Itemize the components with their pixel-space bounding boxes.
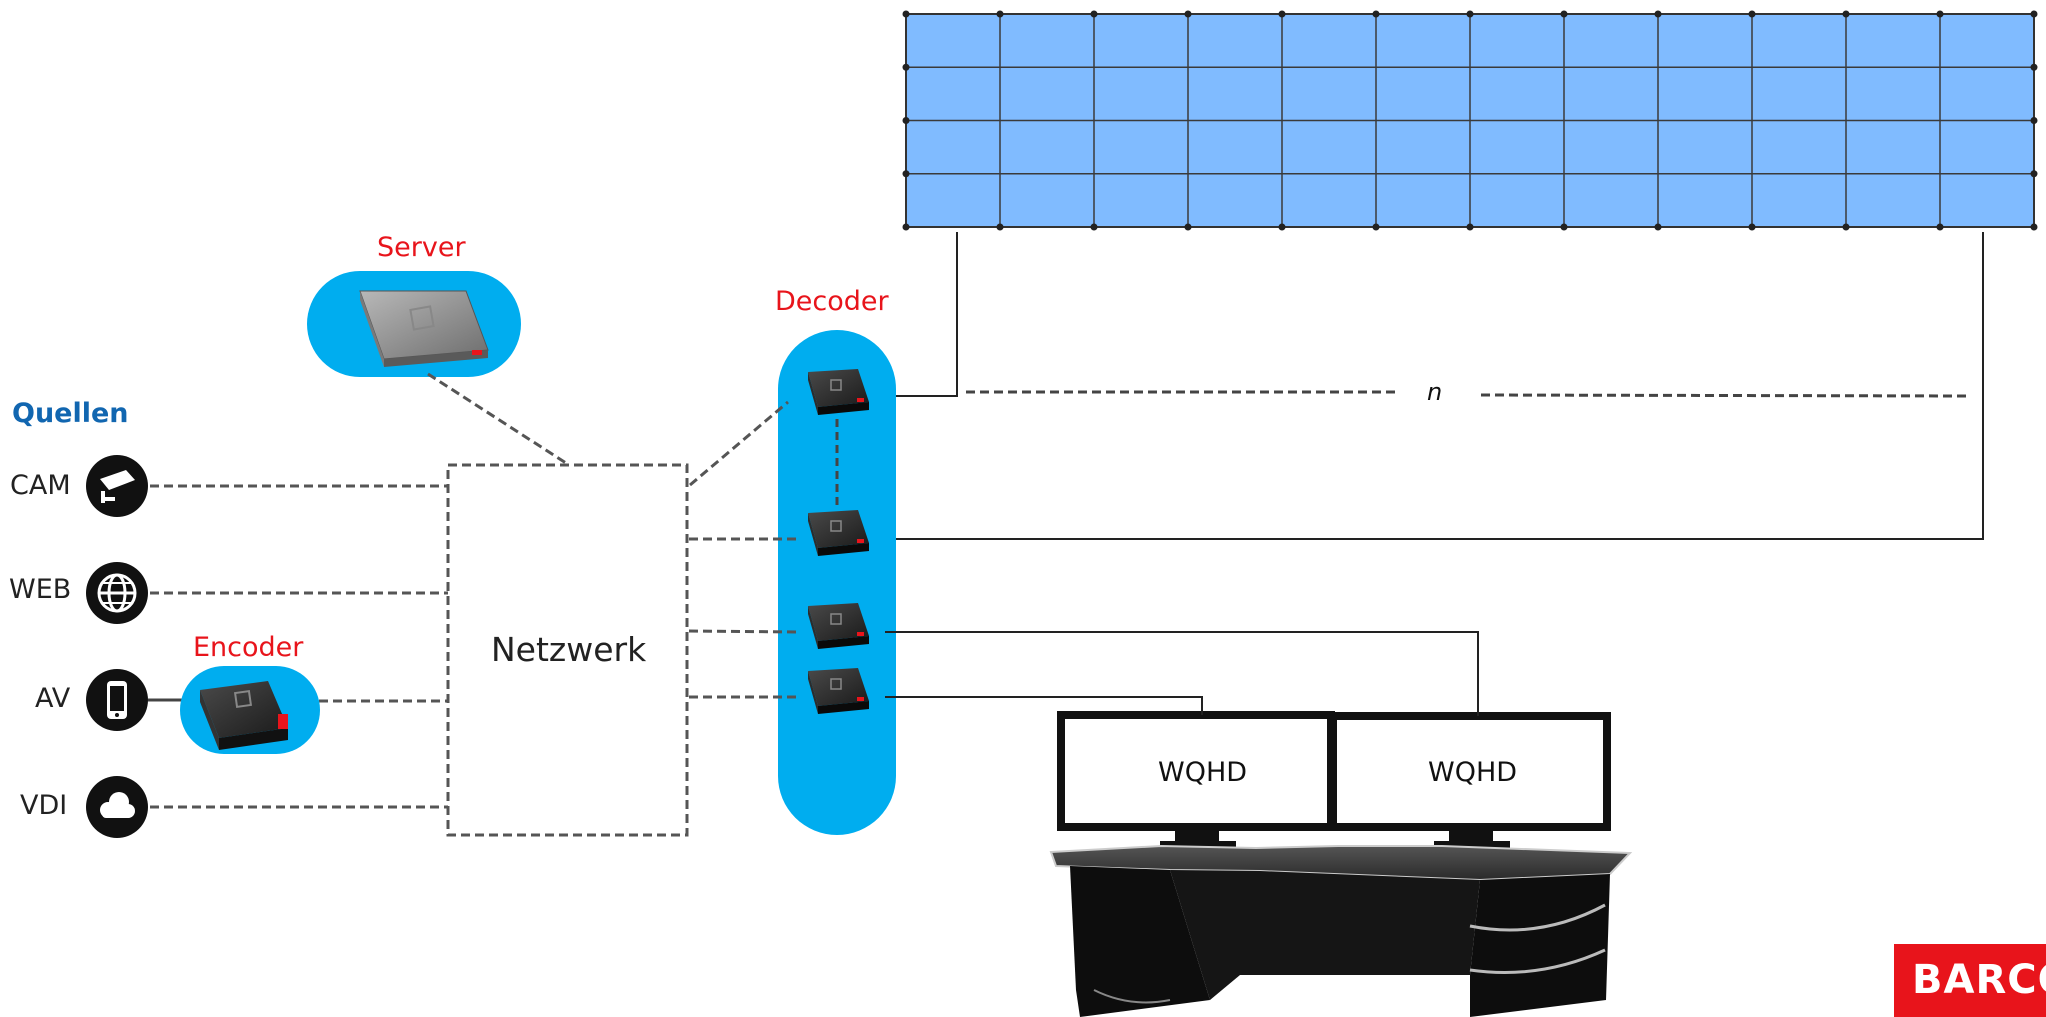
video-wall-mount [1466,10,1474,18]
video-wall-mount [1090,10,1098,18]
barco-logo: BARCO [1894,944,2046,1017]
encoder-device [180,666,320,754]
video-wall-mount [996,223,1004,231]
barco-logo-text: BARCO [1912,957,2046,1003]
decoder-device-front [818,636,869,649]
decoder-devices [808,369,869,714]
globe-icon [86,562,148,624]
decoder-device-front [818,402,869,415]
network-box [446,463,689,837]
video-wall-mount [1560,10,1568,18]
video-wall-mount [1372,223,1380,231]
decoder-label: Decoder [775,286,889,317]
source-label-web: WEB [9,574,72,605]
video-wall-mount [1842,223,1850,231]
monitor-left-label: WQHD [1158,757,1248,788]
decoder-device-logo [830,678,842,690]
decoder-device-side [808,606,818,649]
video-wall-mount [2030,170,2038,178]
decoder-device-front [818,543,869,556]
network-label: Netzwerk [491,630,647,669]
video-wall-mount [1090,223,1098,231]
cctv-camera-icon [86,455,148,517]
decoder-device-side [808,671,818,714]
n-dashed-connection [966,390,1967,398]
cloud-icon [86,776,148,838]
decoder-device-led [857,539,864,543]
decoder-device-front [818,701,869,714]
decoder-device-1 [808,369,869,415]
control-desk [1049,844,1633,1017]
video-wall-mount [1184,223,1192,231]
video-wall-mount [1748,223,1756,231]
decoder-device-led [857,697,864,701]
decoder-device-logo [830,613,842,625]
video-wall-mount [1936,223,1944,231]
n-label: n [1427,378,1443,406]
video-wall-mount [1842,10,1850,18]
video-wall-mount [1936,10,1944,18]
video-wall-mount [1466,223,1474,231]
decoder-device-led [857,398,864,402]
video-wall-mount [1278,223,1286,231]
source-label-cam: CAM [10,470,71,501]
video-wall-mount [1278,10,1286,18]
video-wall [902,10,2038,231]
monitor-cables [885,631,1479,716]
video-wall-mount [2030,223,2038,231]
sources-heading: Quellen [12,398,129,429]
decoder-device-side [808,513,818,556]
server-device [307,271,521,377]
video-wall-mount [2030,63,2038,71]
server-label: Server [377,232,466,263]
video-wall-mount [1560,223,1568,231]
wall-connection-lines [884,232,1984,540]
decoder-device-top [808,668,869,706]
monitor-right-label: WQHD [1428,757,1518,788]
video-wall-mount [996,10,1004,18]
decoder-device-logo [830,379,842,391]
decoder-device-side [808,372,818,415]
video-wall-mount [1184,10,1192,18]
network-links [150,372,798,809]
video-wall-mount [902,117,910,124]
video-wall-mount [1372,10,1380,18]
source-label-av: AV [35,683,71,714]
video-wall-mount [2030,10,2038,18]
decoder-device-3 [808,603,869,649]
video-wall-mount [1654,223,1662,231]
video-wall-mount [902,170,910,178]
decoder-device-led [857,632,864,636]
decoder-device-logo [830,520,842,532]
video-wall-mount [2030,117,2038,124]
video-wall-mount [902,223,910,231]
decoder-device-2 [808,510,869,556]
source-label-vdi: VDI [20,790,68,821]
smartphone-icon [86,669,148,731]
decoder-device-top [808,510,869,548]
video-wall-mount [902,10,910,18]
decoder-device-top [808,369,869,407]
video-wall-mount [1654,10,1662,18]
video-wall-mount [1748,10,1756,18]
decoder-device-top [808,603,869,641]
monitor-right [1329,712,1611,851]
decoder-device-4 [808,668,869,714]
video-wall-mount [902,63,910,71]
encoder-label: Encoder [193,632,304,663]
